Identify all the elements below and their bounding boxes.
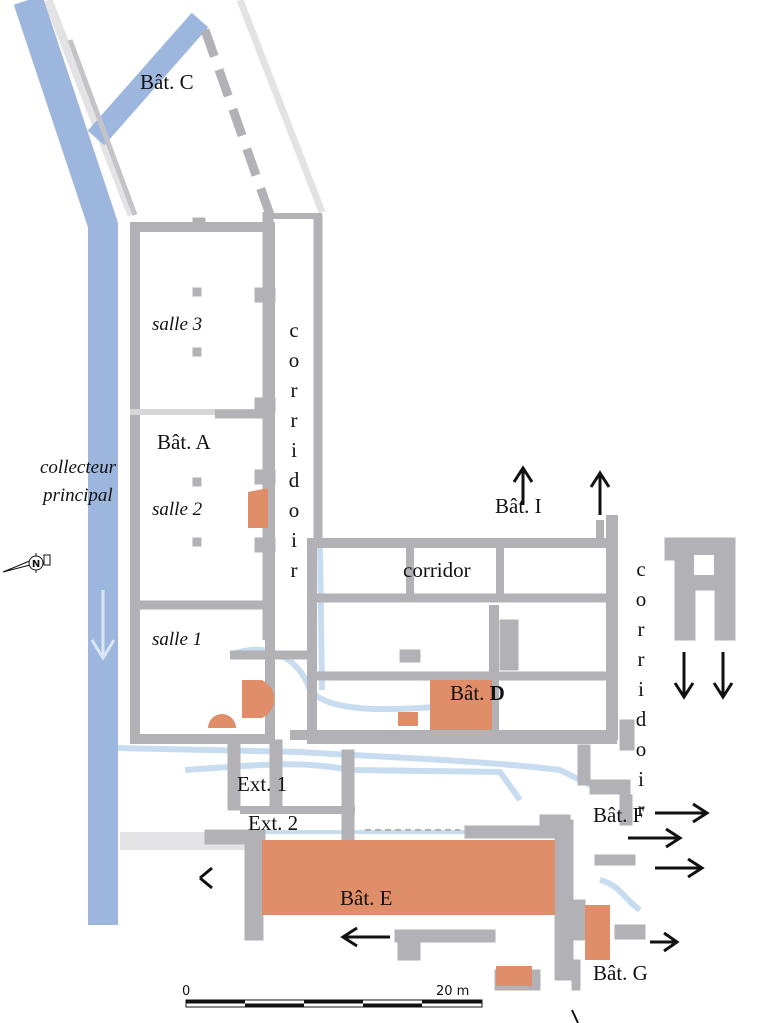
- label-corridoir-left: corridoir: [282, 318, 306, 588]
- label-bat-i: Bât. I: [495, 494, 542, 518]
- north-arrow: N: [2, 553, 51, 573]
- label-principal: principal: [43, 485, 113, 506]
- north-label: N: [32, 559, 40, 570]
- scale-bar: [185, 999, 483, 1008]
- label-bat-f: Bât. F: [593, 803, 645, 827]
- scale-start: 0: [182, 984, 191, 999]
- label-salle-2: salle 2: [152, 499, 203, 520]
- label-corridoir-right: corridoir: [629, 557, 653, 827]
- label-bat-c: Bât. C: [140, 70, 194, 94]
- light-traces: [43, 0, 326, 850]
- label-salle-1: salle 1: [152, 629, 203, 650]
- label-ext-1: Ext. 1: [237, 772, 288, 796]
- label-bat-d: Bât. D: [450, 683, 505, 704]
- label-bat-e: Bât. E: [340, 886, 393, 910]
- label-bat-d-prefix: Bât.: [450, 681, 490, 705]
- label-salle-3: salle 3: [152, 314, 203, 335]
- main-collector: [13, 0, 209, 925]
- scale-end: 20 m: [436, 984, 470, 999]
- direction-arrows: [199, 465, 734, 1023]
- flow-arrow: [90, 590, 116, 661]
- label-bat-d-letter: D: [489, 681, 505, 705]
- label-ext-2: Ext. 2: [248, 811, 299, 835]
- label-corridor: corridor: [403, 558, 471, 582]
- excavated-areas: [208, 488, 610, 986]
- label-bat-g: Bât. G: [593, 961, 648, 985]
- walls: [67, 28, 736, 991]
- label-collecteur: collecteur: [40, 457, 116, 478]
- label-bat-a: Bât. A: [157, 430, 211, 454]
